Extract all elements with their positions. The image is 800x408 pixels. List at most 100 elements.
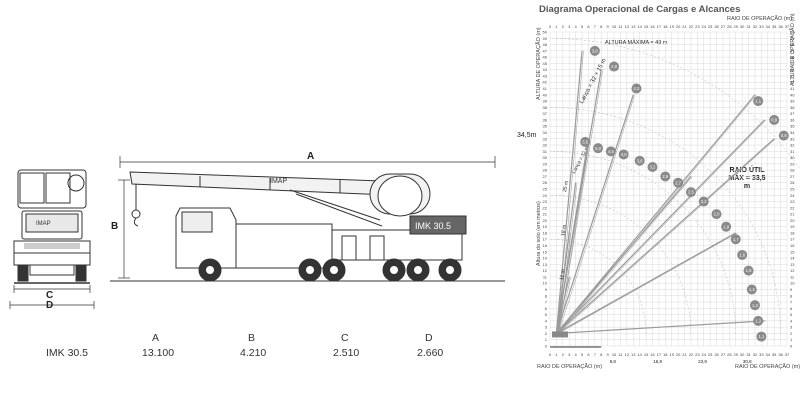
load-chart-svg: 0011223344556677889910101111121213131414… xyxy=(543,24,800,364)
dimension-label-d: D xyxy=(46,300,54,311)
load-value: 2,9 xyxy=(662,174,668,179)
x-tick-bottom: 15 xyxy=(644,352,649,357)
x-tick-bottom: 7 xyxy=(594,352,597,357)
load-value: 2,0 xyxy=(714,212,720,217)
y-tick-right: 33 xyxy=(790,136,795,141)
boom-line xyxy=(558,320,767,334)
boom-line xyxy=(558,119,767,334)
load-marker xyxy=(753,315,764,326)
x-tick-top: 17 xyxy=(657,24,662,29)
load-marker xyxy=(769,114,780,125)
boom-line xyxy=(555,50,583,334)
load-marker xyxy=(698,196,709,207)
x-tick-bottom: 8 xyxy=(600,352,603,357)
y-tick-left: 43 xyxy=(543,73,548,78)
y-tick-left: 48 xyxy=(543,42,548,47)
y-tick-right: 36 xyxy=(790,117,795,122)
x-tick-top: 19 xyxy=(669,24,674,29)
y-tick-right: 34 xyxy=(790,130,795,135)
y-tick-left: 30 xyxy=(543,155,548,160)
svg-text:IMAP: IMAP xyxy=(36,221,51,227)
boom-section-label: 25 m xyxy=(562,180,570,192)
boom-line xyxy=(556,138,775,334)
x-tick-top: 29 xyxy=(734,24,739,29)
y-tick-right: 22 xyxy=(790,205,795,210)
x-tick-top: 27 xyxy=(721,24,726,29)
x-axis-label-bottom-right: RAIO DE OPERAÇÃO (m) xyxy=(735,364,800,370)
y-tick-left: 23 xyxy=(543,199,548,204)
x-tick-bottom: 5 xyxy=(581,352,584,357)
load-marker xyxy=(589,45,600,56)
x-tick-bottom: 27 xyxy=(721,352,726,357)
y-tick-left: 28 xyxy=(543,168,548,173)
spec-value-a: 13.100 xyxy=(142,347,175,359)
x-tick-bottom: 17 xyxy=(657,352,662,357)
y-tick-left: 49 xyxy=(543,36,548,41)
y-tick-left: 34 xyxy=(543,130,548,135)
y-tick-left: 7 xyxy=(545,300,548,305)
y-tick-right: 20 xyxy=(790,218,795,223)
x-tick-top: 4 xyxy=(575,24,578,29)
y-tick-right: 50 xyxy=(790,30,795,35)
y-tick-right: 7 xyxy=(790,300,793,305)
y-tick-right: 26 xyxy=(790,180,795,185)
y-tick-left: 20 xyxy=(543,218,548,223)
boom-line xyxy=(558,276,571,334)
load-marker xyxy=(593,143,604,154)
front-view-drawing: IMAP xyxy=(9,169,95,309)
load-value: 3,6 xyxy=(637,158,643,163)
x-tick-top: 32 xyxy=(753,24,758,29)
load-marker xyxy=(609,61,620,72)
reach-arc xyxy=(549,238,647,334)
load-value: 1,3 xyxy=(752,303,758,308)
y-tick-left: 17 xyxy=(543,237,548,242)
y-tick-left: 32 xyxy=(543,143,548,148)
load-marker xyxy=(660,171,671,182)
y-tick-right: 38 xyxy=(790,105,795,110)
x-tick-bottom: 13 xyxy=(631,352,636,357)
x-tick-top: 22 xyxy=(689,24,694,29)
x-tick-top: 30 xyxy=(740,24,745,29)
y-tick-right: 32 xyxy=(790,143,795,148)
load-value: 2,2 xyxy=(701,199,707,204)
y-tick-right: 48 xyxy=(790,42,795,47)
y-tick-right: 3 xyxy=(790,325,793,330)
load-marker xyxy=(730,234,741,245)
x-tick-top: 8 xyxy=(600,24,603,29)
boom-line xyxy=(555,138,590,334)
y-tick-left: 33 xyxy=(543,136,548,141)
y-tick-left: 3 xyxy=(545,325,548,330)
y-tick-right: 17 xyxy=(790,237,795,242)
load-marker xyxy=(618,149,629,160)
load-value: 2,7 xyxy=(675,180,681,185)
load-value: 3,6 xyxy=(592,48,598,53)
x-tick-bottom: 35 xyxy=(772,352,777,357)
load-marker xyxy=(756,331,767,342)
x-tick-bottom: 29 xyxy=(734,352,739,357)
spec-value-b: 4.210 xyxy=(240,347,267,359)
y-tick-left: 5 xyxy=(545,312,548,317)
y-tick-right: 16 xyxy=(790,243,795,248)
boom-line xyxy=(558,94,757,334)
x-tick-top: 1 xyxy=(555,24,558,29)
x-tick-bottom: 18 xyxy=(663,352,668,357)
load-marker xyxy=(753,96,764,107)
load-marker xyxy=(749,300,760,311)
boom-line xyxy=(556,232,737,334)
x-tick-bottom: 14 xyxy=(637,352,642,357)
y-tick-right: 28 xyxy=(790,168,795,173)
y-tick-left: 13 xyxy=(543,262,548,267)
x-tick-bottom: 24 xyxy=(702,352,707,357)
x-tick-top: 3 xyxy=(568,24,571,29)
x-tick-bottom: 12 xyxy=(625,352,630,357)
y-tick-left: 37 xyxy=(543,111,548,116)
y-tick-right: 13 xyxy=(790,262,795,267)
x-tick-bottom: 21 xyxy=(682,352,687,357)
load-value: 0,8 xyxy=(781,133,787,138)
y-tick-right: 29 xyxy=(790,161,795,166)
load-value: 1,1 xyxy=(758,334,764,339)
x-axis-label-top: RAIO DE OPERAÇÃO (m) xyxy=(727,16,793,22)
y-tick-left: 36 xyxy=(543,117,548,122)
x-tick-top: 24 xyxy=(702,24,707,29)
y-tick-right: 46 xyxy=(790,55,795,60)
